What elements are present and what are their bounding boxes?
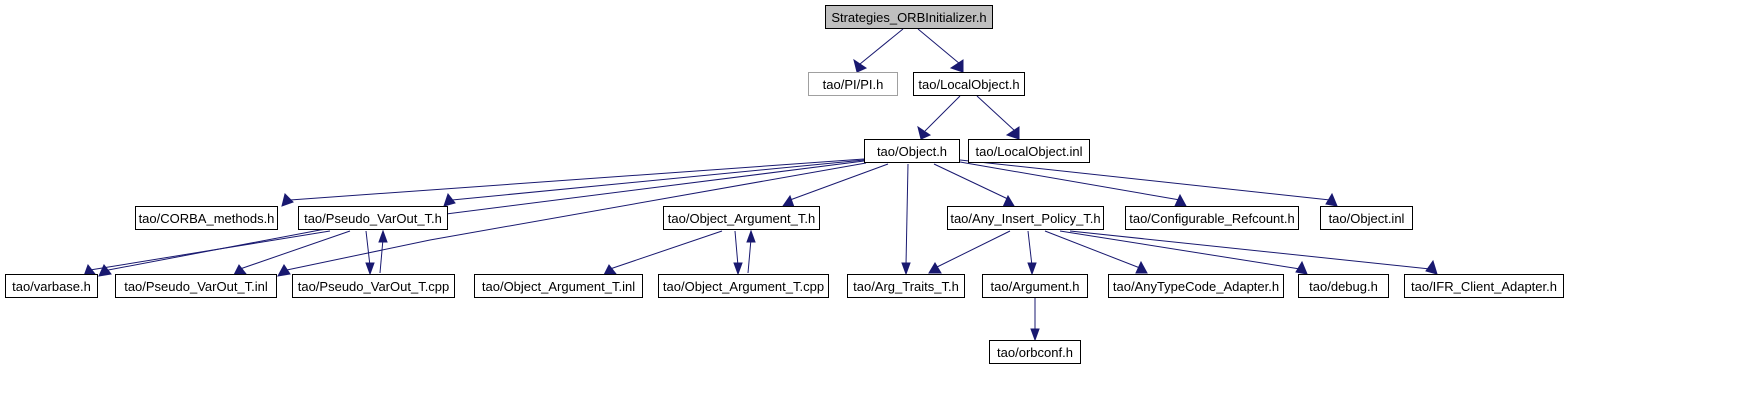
node-argument_h[interactable]: tao/Argument.h xyxy=(982,274,1088,298)
node-debug_h[interactable]: tao/debug.h xyxy=(1298,274,1389,298)
edge-any_insert-to-argument_h xyxy=(1027,230,1033,267)
node-label: tao/Object_Argument_T.cpp xyxy=(662,278,825,294)
node-label: tao/CORBA_methods.h xyxy=(138,210,275,226)
node-config_refcount[interactable]: tao/Configurable_Refcount.h xyxy=(1125,206,1299,230)
node-label: tao/IFR_Client_Adapter.h xyxy=(1411,278,1557,294)
node-object_h[interactable]: tao/Object.h xyxy=(864,139,960,163)
edge-any_insert-to-arg_traits xyxy=(934,230,1011,269)
node-label: tao/LocalObject.inl xyxy=(975,143,1083,159)
node-label: tao/Object.h xyxy=(876,143,948,159)
arrowhead-any_insert-to-debug_h xyxy=(1295,260,1308,275)
edge-object_h-to-config_refcount xyxy=(959,161,1181,201)
edge-pseudo_varout_h-to-pseudo_inl xyxy=(239,230,351,270)
arrowhead-object_arg_cpp-to-object_arg_h xyxy=(746,229,756,243)
arrowhead-object_h-to-varbase xyxy=(98,264,112,277)
edge-localobject_h-to-object_h xyxy=(924,95,961,132)
node-pseudo_inl[interactable]: tao/Pseudo_VarOut_T.inl xyxy=(115,274,277,298)
edge-object_h-to-arg_traits xyxy=(905,163,909,266)
node-any_insert[interactable]: tao/Any_Insert_Policy_T.h xyxy=(947,206,1104,230)
node-label: tao/Object_Argument_T.h xyxy=(667,210,816,226)
node-object_arg_inl[interactable]: tao/Object_Argument_T.inl xyxy=(474,274,643,298)
edge-any_insert-to-ifr_client xyxy=(1069,230,1431,270)
node-root[interactable]: Strategies_ORBInitializer.h xyxy=(825,5,993,29)
arrowhead-any_insert-to-argument_h xyxy=(1027,262,1037,276)
arrowhead-object_h-to-corba_methods xyxy=(281,193,294,207)
node-label: tao/Pseudo_VarOut_T.h xyxy=(304,210,442,226)
node-arg_traits[interactable]: tao/Arg_Traits_T.h xyxy=(847,274,965,298)
arrowhead-root-to-localobject_h xyxy=(949,59,964,73)
node-label: tao/AnyTypeCode_Adapter.h xyxy=(1112,278,1280,294)
arrowhead-object_h-to-pseudo_varout_h xyxy=(443,192,456,207)
edge-object_h-to-object_inl xyxy=(959,159,1331,201)
arrowhead-any_insert-to-ifr_client xyxy=(1425,259,1438,275)
edge-root-to-pi xyxy=(859,28,904,65)
edge-any_insert-to-debug_h xyxy=(1059,230,1301,270)
node-label: tao/Pseudo_VarOut_T.inl xyxy=(124,278,268,294)
node-ifr_client[interactable]: tao/IFR_Client_Adapter.h xyxy=(1404,274,1564,298)
node-localobject_inl[interactable]: tao/LocalObject.inl xyxy=(968,139,1090,163)
node-pi[interactable]: tao/PI/PI.h xyxy=(808,72,898,96)
node-object_arg_cpp[interactable]: tao/Object_Argument_T.cpp xyxy=(658,274,829,298)
edge-object_h-to-any_insert xyxy=(933,163,1011,201)
edge-object_h-to-pseudo_varout_h xyxy=(451,159,865,201)
node-anytypecode[interactable]: tao/AnyTypeCode_Adapter.h xyxy=(1108,274,1284,298)
arrowhead-localobject_h-to-localobject_inl xyxy=(1005,126,1020,140)
node-object_inl[interactable]: tao/Object.inl xyxy=(1320,206,1413,230)
edge-object_h-to-object_arg_h xyxy=(789,163,889,201)
edge-root-to-localobject_h xyxy=(917,28,961,65)
arrowhead-object_h-to-arg_traits xyxy=(901,262,911,276)
arrowhead-object_h-to-object_inl xyxy=(1325,192,1338,207)
edge-pseudo_cpp-to-pseudo_varout_h xyxy=(379,238,384,274)
edge-pseudo_varout_h-to-pseudo_cpp xyxy=(365,230,371,267)
node-localobject_h[interactable]: tao/LocalObject.h xyxy=(913,72,1025,96)
node-varbase[interactable]: tao/varbase.h xyxy=(5,274,98,298)
node-label: tao/Configurable_Refcount.h xyxy=(1129,210,1295,226)
node-label: tao/LocalObject.h xyxy=(918,76,1020,92)
edge-pseudo_varout_h-to-varbase xyxy=(89,230,331,271)
node-label: tao/PI/PI.h xyxy=(822,76,884,92)
edge-any_insert-to-anytypecode xyxy=(1044,230,1141,269)
arrowhead-object_h-to-config_refcount xyxy=(1174,193,1187,207)
node-label: tao/Arg_Traits_T.h xyxy=(853,278,959,294)
node-label: tao/Argument.h xyxy=(990,278,1080,294)
node-label: tao/Pseudo_VarOut_T.cpp xyxy=(297,278,450,294)
arrowhead-object_h-to-pseudo_inl xyxy=(277,264,291,277)
node-label: tao/Object_Argument_T.inl xyxy=(481,278,636,294)
node-orbconf[interactable]: tao/orbconf.h xyxy=(989,340,1081,364)
node-label: tao/Object.inl xyxy=(1328,210,1405,226)
node-label: tao/debug.h xyxy=(1309,278,1378,294)
node-pseudo_varout_h[interactable]: tao/Pseudo_VarOut_T.h xyxy=(298,206,448,230)
edge-object_arg_cpp-to-object_arg_h xyxy=(747,238,752,274)
arrowhead-pseudo_cpp-to-pseudo_varout_h xyxy=(378,229,388,243)
arrowhead-root-to-pi xyxy=(853,58,868,73)
node-pseudo_cpp[interactable]: tao/Pseudo_VarOut_T.cpp xyxy=(292,274,455,298)
arrowhead-any_insert-to-anytypecode xyxy=(1135,260,1148,274)
arrowhead-pseudo_varout_h-to-pseudo_cpp xyxy=(365,262,375,276)
edge-object_h-to-corba_methods xyxy=(289,158,865,201)
edge-object_arg_h-to-object_arg_cpp xyxy=(734,230,739,267)
node-label: tao/orbconf.h xyxy=(997,344,1073,360)
arrowhead-any_insert-to-arg_traits xyxy=(928,262,942,274)
edge-localobject_h-to-localobject_inl xyxy=(976,95,1016,132)
node-label: Strategies_ORBInitializer.h xyxy=(831,9,987,25)
node-label: tao/varbase.h xyxy=(12,278,91,294)
node-corba_methods[interactable]: tao/CORBA_methods.h xyxy=(135,206,278,230)
node-label: tao/Any_Insert_Policy_T.h xyxy=(950,210,1101,226)
edge-object_arg_h-to-object_arg_inl xyxy=(609,230,723,270)
arrowhead-argument_h-to-orbconf xyxy=(1030,328,1040,342)
arrowhead-localobject_h-to-object_h xyxy=(917,125,932,140)
node-object_arg_h[interactable]: tao/Object_Argument_T.h xyxy=(663,206,820,230)
arrowhead-object_arg_h-to-object_arg_cpp xyxy=(733,262,743,276)
